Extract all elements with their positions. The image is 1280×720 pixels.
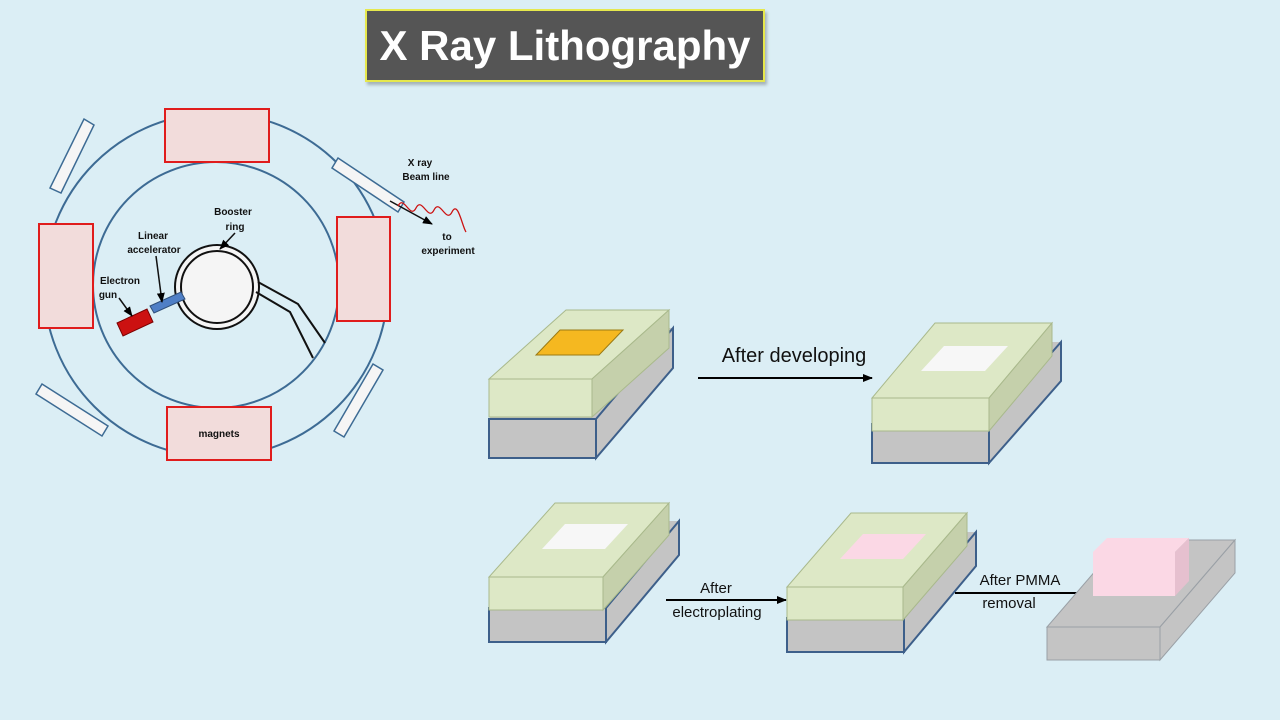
synchrotron-diagram: magnets Booster ring Linear accelerator … [34,108,475,461]
booster-label-line1: Booster [214,207,252,218]
magnet-left [38,223,94,329]
substrate-front [488,607,607,643]
metal-structure-front [1093,552,1175,596]
block-final [1045,538,1237,662]
metal-structure-top [1093,538,1189,552]
linac-label-line1: Linear [138,231,168,242]
xray-wave [397,202,467,233]
after-developing-label: After developing [722,345,867,367]
xray-label-line1: X ray [408,158,433,169]
transfer-line-lower [255,291,314,359]
to-label: to [442,232,451,243]
beamline-tab-lower-left [34,382,110,438]
block-electroplated [785,511,977,655]
experiment-label: experiment [421,246,475,257]
block-exposed [487,308,674,461]
metal-structure-side [1175,538,1189,596]
mask-pattern [534,329,625,356]
booster-arrow [219,232,236,250]
gun-arrow [118,297,133,317]
magnets-label: magnets [198,429,240,440]
after-label: After [700,580,732,597]
page-title: X Ray Lithography [379,21,751,69]
xray-beamline-tab [330,156,406,214]
gun-label-line1: Electron [100,276,140,287]
resist-front [488,378,593,418]
resist-front [488,576,604,611]
booster-label-line2: ring [226,222,245,233]
xray-label-line2: Beam line [402,172,450,183]
developed-opening [542,524,628,549]
linac-label-line2: accelerator [127,245,180,256]
resist-front [786,586,904,621]
xray-beam-arrow [389,200,433,225]
developed-opening [921,346,1008,371]
beamline-tab-lower-right [332,362,385,439]
after-pmma-label: After PMMA [980,572,1061,589]
magnet-right [336,216,391,322]
block-pre-electroplating [487,501,680,645]
magnet-top [164,108,270,163]
linear-accelerator-tube [149,291,186,314]
electron-gun [116,308,154,337]
title-box: X Ray Lithography [365,9,765,82]
magnet-bottom [166,406,272,461]
beamline-tab-upper-left [48,117,95,194]
block-developed [870,321,1062,466]
resist-front [871,397,990,432]
transfer-line-upper [257,281,326,344]
removal-label: removal [982,595,1035,612]
linac-arrow [155,255,165,303]
booster-ring-inner [180,250,254,324]
gun-label-line2: gun [99,290,117,301]
substrate-front [786,617,905,653]
substrate-front [488,418,597,459]
electroplated-metal [840,534,926,559]
electroplating-label: electroplating [672,604,761,621]
substrate-front [1046,626,1161,661]
